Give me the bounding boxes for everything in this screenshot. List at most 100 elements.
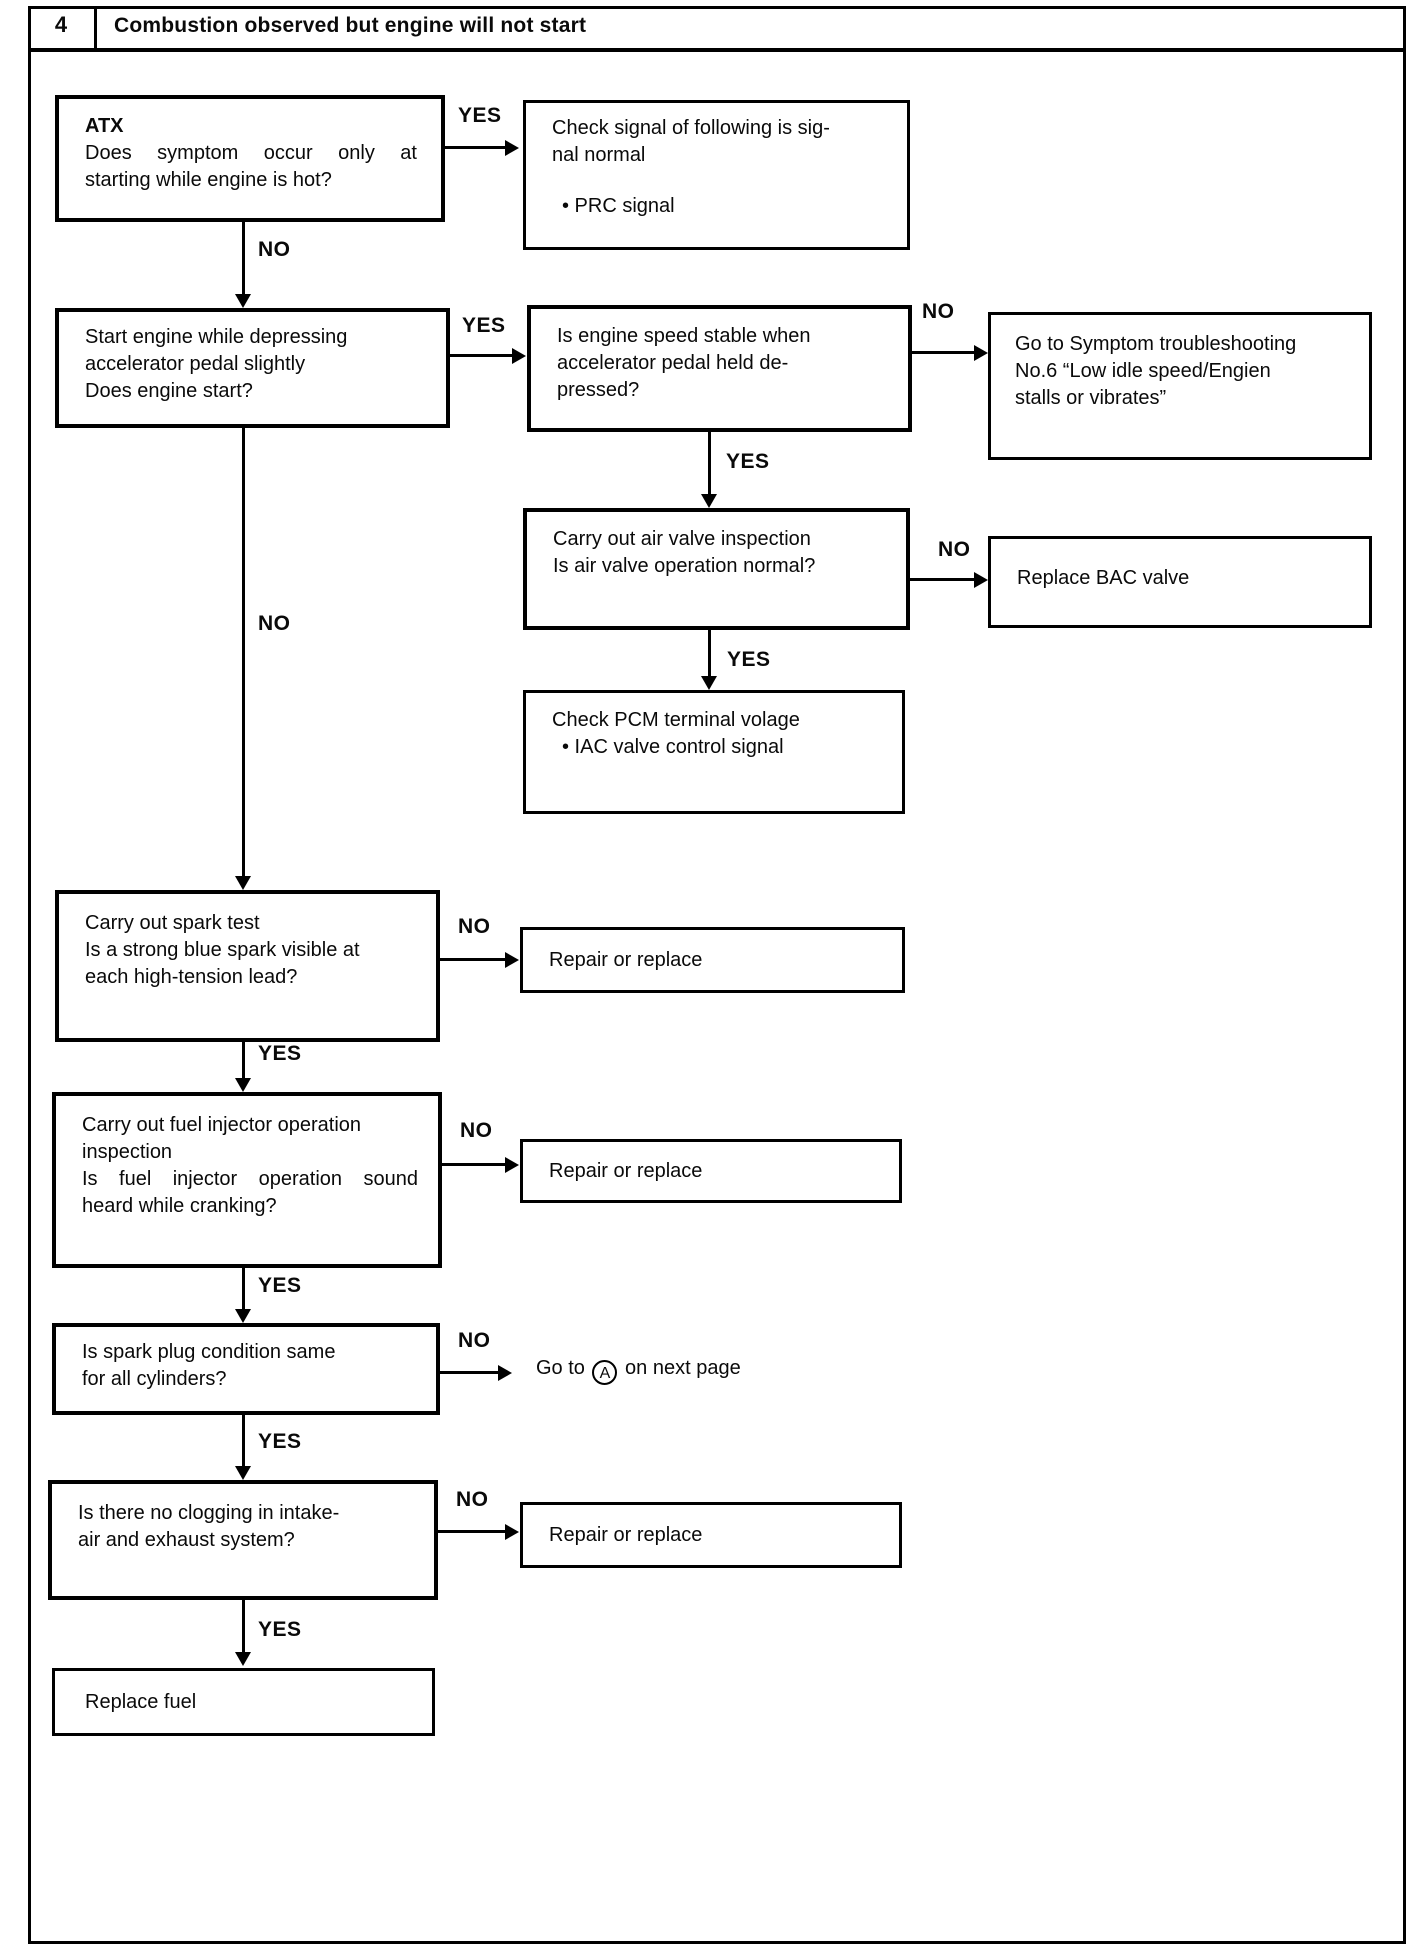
page-border bbox=[28, 6, 1406, 1944]
goto-a-prefix: Go to bbox=[536, 1357, 585, 1379]
flow-node-engine-speed: Is engine speed stable when accelerator … bbox=[527, 305, 912, 432]
flow-node-replace-fuel: Replace fuel bbox=[52, 1668, 435, 1736]
flow-node-line: Does symptom occur only at bbox=[85, 142, 417, 164]
flow-node-line: air and exhaust system? bbox=[78, 1529, 295, 1551]
flow-node-line: Start engine while depressing bbox=[85, 326, 348, 348]
edge-label-no: NO bbox=[938, 538, 971, 561]
arrow-sparktest-to-injector bbox=[242, 1042, 245, 1080]
flow-node-check-pcm: Check PCM terminal volage • IAC valve co… bbox=[523, 690, 905, 814]
arrow-atx-to-check-signal bbox=[445, 146, 507, 149]
edge-label-no: NO bbox=[458, 915, 491, 938]
page-title: Combustion observed but engine will not … bbox=[114, 14, 587, 37]
arrowhead-down-icon bbox=[701, 494, 717, 508]
edge-label-yes: YES bbox=[258, 1430, 302, 1453]
flow-node-line: • PRC signal bbox=[562, 195, 675, 217]
flow-node-spark-test: Carry out spark test Is a strong blue sp… bbox=[55, 890, 440, 1042]
flow-node-line: Is fuel injector operation sound bbox=[82, 1168, 418, 1190]
flow-node-air-valve: Carry out air valve inspection Is air va… bbox=[523, 508, 910, 630]
edge-label-no: NO bbox=[456, 1488, 489, 1511]
flow-node-spark-plug: Is spark plug condition same for all cyl… bbox=[52, 1323, 440, 1415]
arrowhead-down-icon bbox=[235, 876, 251, 890]
edge-label-yes: YES bbox=[726, 450, 770, 473]
edge-label-no: NO bbox=[458, 1329, 491, 1352]
flow-node-repair-3: Repair or replace bbox=[520, 1502, 902, 1568]
arrowhead-right-icon bbox=[498, 1365, 512, 1381]
arrow-injector-to-sparkplug bbox=[242, 1268, 245, 1311]
flow-node-line: Repair or replace bbox=[549, 1160, 703, 1182]
flow-node-line: each high-tension lead? bbox=[85, 966, 298, 988]
arrowhead-down-icon bbox=[235, 1466, 251, 1480]
edge-label-yes: YES bbox=[462, 314, 506, 337]
flow-node-line: Is spark plug condition same bbox=[82, 1341, 336, 1363]
flow-node-start-engine: Start engine while depressing accelerato… bbox=[55, 308, 450, 428]
flow-node-line: Repair or replace bbox=[549, 949, 703, 971]
arrowhead-right-icon bbox=[974, 572, 988, 588]
edge-label-no: NO bbox=[922, 300, 955, 323]
arrowhead-down-icon bbox=[235, 1078, 251, 1092]
flow-node-repair-2: Repair or replace bbox=[520, 1139, 902, 1203]
flow-node-line: Is engine speed stable when bbox=[557, 325, 811, 347]
flow-node-line: Repair or replace bbox=[549, 1524, 703, 1546]
flow-node-line: Does engine start? bbox=[85, 380, 253, 402]
flow-node-goto-symptom: Go to Symptom troubleshooting No.6 “Low … bbox=[988, 312, 1372, 460]
flow-node-line: pressed? bbox=[557, 379, 640, 401]
arrowhead-right-icon bbox=[505, 140, 519, 156]
arrowhead-down-icon bbox=[235, 294, 251, 308]
arrowhead-right-icon bbox=[512, 348, 526, 364]
goto-a-suffix: on next page bbox=[625, 1357, 741, 1379]
arrowhead-down-icon bbox=[235, 1309, 251, 1323]
edge-label-no: NO bbox=[258, 238, 291, 261]
flow-node-fuel-injector: Carry out fuel injector operation inspec… bbox=[52, 1092, 442, 1268]
flow-node-line: stalls or vibrates” bbox=[1015, 387, 1167, 409]
arrowhead-down-icon bbox=[235, 1652, 251, 1666]
edge-label-yes: YES bbox=[258, 1042, 302, 1065]
flow-node-line: Is there no clogging in intake- bbox=[78, 1502, 340, 1524]
arrow-speed-to-symptom bbox=[912, 351, 974, 354]
flow-node-line: nal normal bbox=[552, 144, 646, 166]
flow-node-check-signal: Check signal of following is sig- nal no… bbox=[523, 100, 910, 250]
arrowhead-right-icon bbox=[505, 952, 519, 968]
section-number: 4 bbox=[54, 12, 68, 37]
flow-node-line: Replace fuel bbox=[85, 1691, 197, 1713]
flow-node-line: Carry out fuel injector operation bbox=[82, 1114, 362, 1136]
goto-a-text: Go to A on next page bbox=[536, 1357, 741, 1385]
flow-node-line: Is a strong blue spark visible at bbox=[85, 939, 360, 961]
arrowhead-right-icon bbox=[505, 1524, 519, 1540]
edge-label-yes: YES bbox=[258, 1618, 302, 1641]
flow-node-clogging: Is there no clogging in intake- air and … bbox=[48, 1480, 438, 1600]
arrow-sparkplug-to-clogging bbox=[242, 1415, 245, 1468]
edge-label-no: NO bbox=[258, 612, 291, 635]
flow-node-repair-1: Repair or replace bbox=[520, 927, 905, 993]
arrowhead-right-icon bbox=[974, 345, 988, 361]
flow-node-line: • IAC valve control signal bbox=[562, 736, 784, 758]
arrow-airvalve-to-bac bbox=[910, 578, 974, 581]
arrow-start-to-sparktest bbox=[242, 428, 245, 878]
arrow-clogging-to-replacefuel bbox=[242, 1600, 245, 1654]
flow-node-line: heard while cranking? bbox=[82, 1195, 277, 1217]
edge-label-yes: YES bbox=[727, 648, 771, 671]
header-number-divider bbox=[94, 9, 97, 48]
arrow-airvalve-to-pcm bbox=[708, 630, 711, 678]
flow-node-line: starting while engine is hot? bbox=[85, 169, 332, 191]
arrow-speed-to-airvalve bbox=[708, 432, 711, 496]
flow-node-line: Check signal of following is sig- bbox=[552, 117, 830, 139]
arrow-clogging-to-repair3 bbox=[438, 1530, 506, 1533]
edge-label-no: NO bbox=[460, 1119, 493, 1142]
edge-label-yes: YES bbox=[258, 1274, 302, 1297]
arrowhead-right-icon bbox=[505, 1157, 519, 1173]
arrow-injector-to-repair2 bbox=[442, 1163, 506, 1166]
flow-node-line: ATX bbox=[85, 115, 124, 137]
flow-node-line: for all cylinders? bbox=[82, 1368, 227, 1390]
header-rule bbox=[31, 48, 1403, 52]
arrow-atx-to-start-engine bbox=[242, 222, 245, 296]
flow-node-line: Carry out air valve inspection bbox=[553, 528, 811, 550]
flow-node-line: inspection bbox=[82, 1141, 173, 1163]
edge-label-yes: YES bbox=[458, 104, 502, 127]
flow-node-line: Carry out spark test bbox=[85, 912, 260, 934]
flow-node-line: Go to Symptom troubleshooting bbox=[1015, 333, 1297, 355]
flow-node-replace-bac: Replace BAC valve bbox=[988, 536, 1372, 628]
flow-node-line: accelerator pedal slightly bbox=[85, 353, 306, 375]
flow-node-line: accelerator pedal held de- bbox=[557, 352, 789, 374]
flow-node-atx: ATX Does symptom occur only at starting … bbox=[55, 95, 445, 222]
